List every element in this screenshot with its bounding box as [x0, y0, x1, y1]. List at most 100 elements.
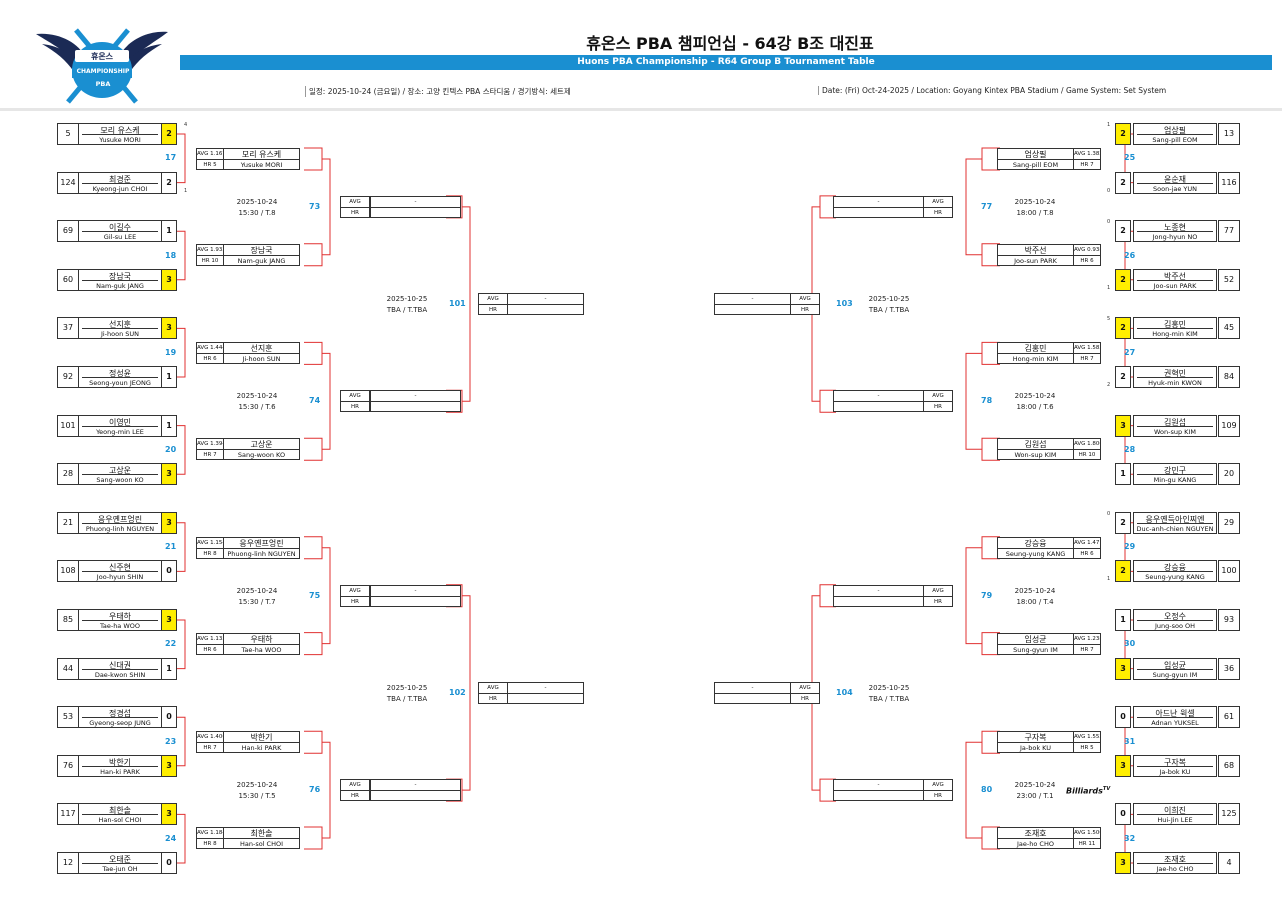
- match-number: 22: [165, 639, 177, 649]
- set-count: 1: [1107, 576, 1111, 583]
- set-count: 4: [184, 122, 188, 128]
- set-score: 3: [161, 803, 177, 826]
- player-name-ko: 윤순재: [1137, 174, 1213, 184]
- player-name-en: Yusuke MORI: [223, 159, 300, 170]
- seed-number: 85: [57, 609, 79, 631]
- schedule-info-en: Date: (Fri) Oct-24-2025 / Location: Goya…: [818, 86, 1166, 95]
- high-run-stat: HR 10: [1073, 449, 1101, 461]
- seed-number: 28: [57, 463, 79, 486]
- set-score: 2: [161, 123, 177, 145]
- set-count: 1: [184, 187, 188, 194]
- player-name-ko: 응우옌득아인찌엔: [1137, 514, 1213, 524]
- high-run-stat: HR 10: [196, 254, 224, 266]
- match-number: 25: [1124, 153, 1136, 163]
- match-time-table: 23:00 / T.1: [1016, 792, 1054, 801]
- match-date: 2025-10-24: [1014, 586, 1056, 595]
- player-name-en: Sang-woon KO: [96, 476, 144, 485]
- high-run-stat: HR 6: [196, 643, 224, 655]
- hr-label: HR: [923, 206, 953, 218]
- match-time-table: TBA / T.TBA: [386, 694, 428, 703]
- match-number: 29: [1124, 542, 1136, 552]
- connector-r32-right: [965, 158, 982, 256]
- player-name-en: Hong-min KIM: [1152, 330, 1198, 339]
- player-name-ko: 고상운: [82, 465, 158, 476]
- seed-number: 21: [57, 511, 79, 534]
- match-date: 2025-10-24: [236, 781, 278, 790]
- high-run-stat: HR 7: [1073, 353, 1101, 365]
- set-score: 0: [161, 852, 177, 874]
- connector-r32-left: [322, 547, 331, 645]
- player-name-ko: 신대권: [82, 660, 158, 670]
- seed-number: 76: [57, 754, 79, 777]
- player-name-ko: 김홍민: [1137, 319, 1213, 330]
- match-date: 2025-10-25: [868, 683, 910, 692]
- player-name-en: Tae-ha WOO: [223, 643, 300, 655]
- match-number: 18: [165, 250, 177, 260]
- match-number: 30: [1124, 639, 1136, 649]
- connector-r64-left: [177, 619, 186, 670]
- match-number: 75: [309, 590, 321, 600]
- player-name-ko: 권혁민: [1137, 368, 1213, 378]
- player-name-ko: 구자복: [1137, 757, 1213, 767]
- seed-number: 52: [1218, 268, 1240, 291]
- player-name-en: Hong-min KIM: [997, 353, 1074, 365]
- seed-number: 4: [1218, 852, 1240, 874]
- set-score: 3: [161, 268, 177, 291]
- player-name-en: Ja-bok KU: [1159, 767, 1191, 776]
- set-score: 3: [1115, 852, 1131, 874]
- player-name-ko: 응우옌프엉린: [82, 514, 158, 524]
- logo-text-brand: 휴온스: [90, 52, 114, 61]
- pba-logo: [36, 28, 168, 104]
- player-slot-empty: [370, 206, 461, 218]
- player-name-en: Won-sup KIM: [997, 449, 1074, 461]
- player-name-en: Phuong-linh NGUYEN: [85, 524, 155, 533]
- connector-r32-left: [322, 741, 331, 839]
- high-run-stat: HR 6: [1073, 254, 1101, 266]
- player-name-en: Dae-kwon SHIN: [94, 670, 146, 679]
- player-name-en: Tae-jun OH: [102, 865, 138, 873]
- seed-number: 77: [1218, 220, 1240, 243]
- match-time-table: TBA / T.TBA: [868, 694, 910, 703]
- player-name-ko: 조재호: [1137, 854, 1213, 864]
- seed-number: 69: [57, 220, 79, 243]
- seed-number: 68: [1218, 754, 1240, 777]
- match-time-table: 18:00 / T.6: [1016, 403, 1054, 412]
- set-score: 2: [1115, 317, 1131, 340]
- match-number: 26: [1124, 250, 1136, 260]
- player-name-en: Min-gu KANG: [1153, 476, 1197, 485]
- seed-number: 13: [1218, 123, 1240, 145]
- set-score: 3: [1115, 657, 1131, 680]
- player-name-en: Jae-ho CHO: [997, 838, 1074, 849]
- player-name-en: Joo-sun PARK: [997, 254, 1074, 266]
- match-date: 2025-10-25: [868, 295, 910, 304]
- match-time-table: 15:30 / T.8: [238, 208, 276, 217]
- player-name-ko: 이희진: [1137, 805, 1213, 816]
- player-name-ko: 이영민: [82, 417, 158, 427]
- player-slot-empty: [714, 692, 791, 704]
- seed-number: 101: [57, 414, 79, 437]
- connector-r64-left: [177, 716, 186, 767]
- connector-r64-left: [177, 133, 186, 184]
- player-name-en: Yeong-min LEE: [96, 427, 144, 436]
- player-name-ko: 노종현: [1137, 222, 1213, 233]
- hr-label: HR: [790, 692, 820, 704]
- connector-r64-left: [177, 425, 186, 475]
- set-score: 1: [161, 657, 177, 680]
- set-score: 2: [1115, 560, 1131, 583]
